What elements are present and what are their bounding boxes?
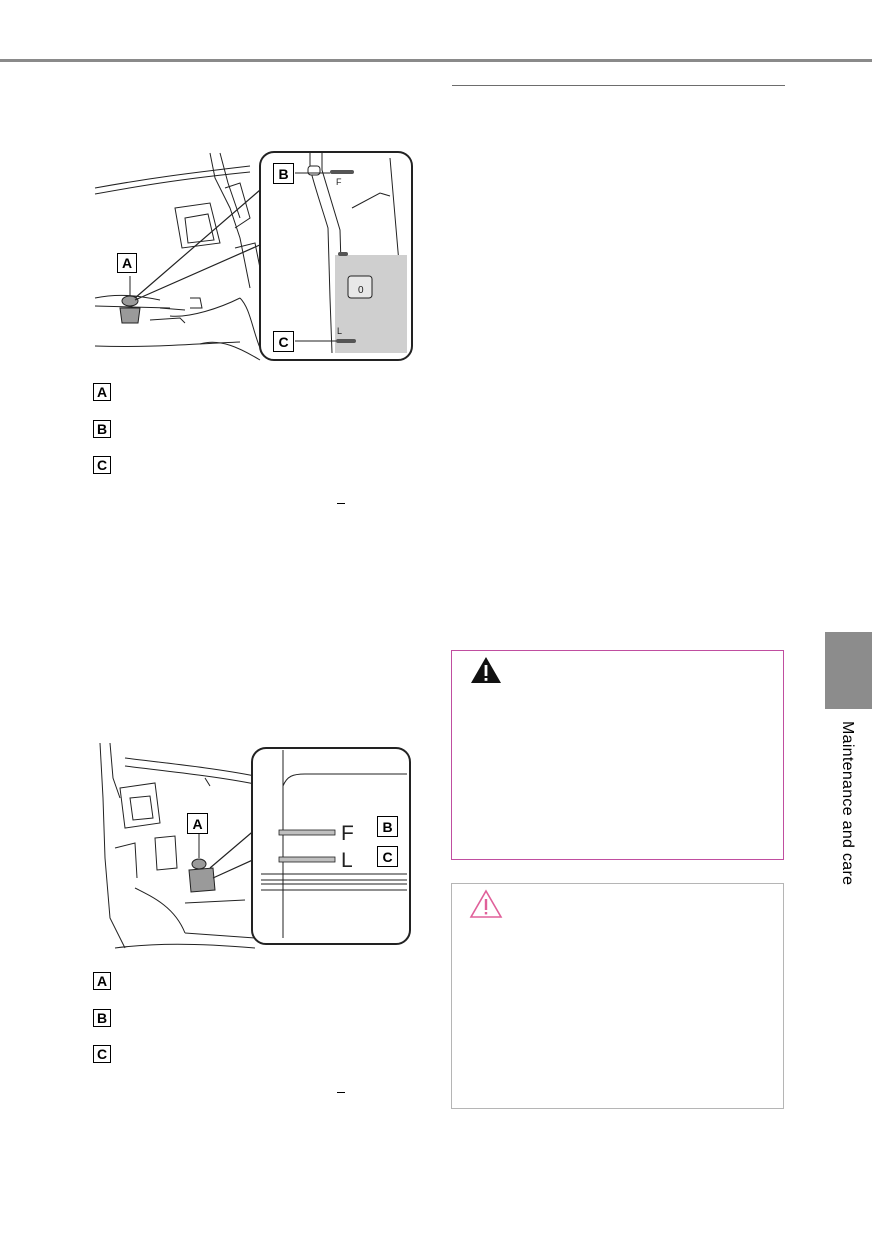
section-side-label: Maintenance and care	[839, 721, 856, 886]
figure1-callout-a: A	[117, 253, 137, 273]
figure2-callout-b: B	[377, 816, 398, 837]
header-rule	[0, 59, 872, 62]
warning-filled-triangle-icon	[470, 656, 502, 689]
inset-mark-low: L	[337, 326, 342, 336]
figure1-callout-b: B	[273, 163, 294, 184]
figure1-callout-c: C	[273, 331, 294, 352]
notice-box	[451, 883, 784, 1109]
notice-outline-triangle-icon	[469, 889, 503, 924]
legend1-b: B	[93, 420, 111, 438]
inset-mark-full: F	[336, 177, 342, 187]
legend1-a: A	[93, 383, 111, 401]
dash-mark-2	[337, 1092, 345, 1094]
dash-mark-1	[337, 503, 345, 505]
inset-mark-full-2: F	[341, 822, 354, 845]
legend2-a: A	[93, 972, 111, 990]
svg-text:0: 0	[358, 285, 364, 296]
figure2-callout-c: C	[377, 846, 398, 867]
figure2-callout-a: A	[187, 813, 208, 834]
section-side-tab	[825, 632, 872, 709]
legend2-b: B	[93, 1009, 111, 1027]
column-rule	[452, 85, 785, 86]
legend2-c: C	[93, 1045, 111, 1063]
warning-box	[451, 650, 784, 860]
engine-bay-illustration-2: F L	[95, 738, 415, 958]
engine-bay-illustration-1: 0 F L	[90, 148, 420, 366]
legend1-c: C	[93, 456, 111, 474]
inset-mark-low-2: L	[341, 849, 353, 872]
